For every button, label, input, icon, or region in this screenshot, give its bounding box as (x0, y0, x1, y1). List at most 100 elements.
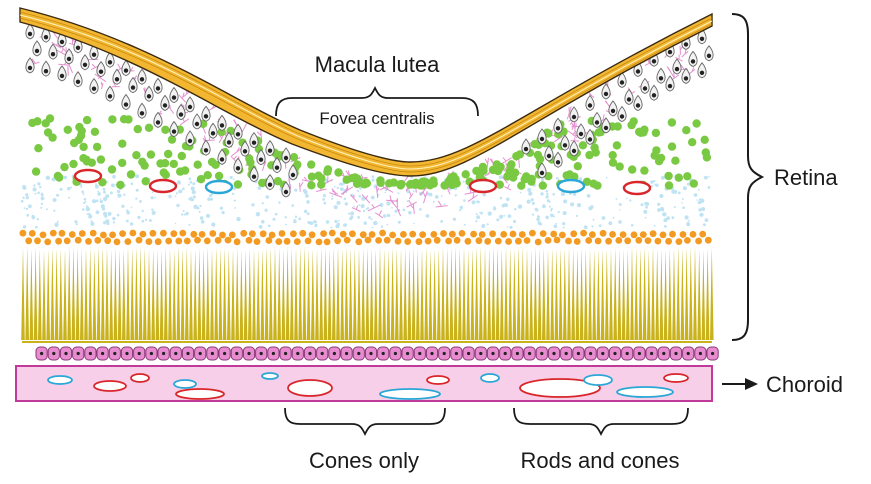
pigment-epithelium-nucleus (101, 352, 104, 355)
photoreceptor (660, 249, 664, 340)
plexiform-speck (381, 205, 383, 207)
inner-nuclear-cell (46, 114, 54, 122)
photoreceptor (114, 247, 118, 340)
plexiform-speck (26, 208, 28, 210)
plexiform-speck (698, 201, 702, 205)
plexiform-speck (619, 209, 621, 211)
plexiform-speck (135, 198, 137, 200)
photoreceptor (206, 247, 210, 340)
inner-nuclear-cell (60, 163, 68, 171)
photoreceptor (248, 248, 252, 340)
plexiform-speck (41, 193, 44, 196)
photoreceptor (42, 250, 46, 340)
outer-nuclear-cell (79, 230, 86, 237)
plexiform-speck (547, 199, 550, 202)
plexiform-speck (90, 222, 94, 226)
outer-nuclear-cell (545, 237, 552, 244)
plexiform-speck (103, 188, 106, 191)
plexiform-speck (337, 201, 341, 205)
outer-nuclear-cell (334, 237, 341, 244)
plexiform-speck (182, 188, 185, 191)
plexiform-speck (126, 210, 129, 213)
ganglion-nucleus (291, 173, 295, 177)
ganglion-nucleus (611, 109, 615, 113)
photoreceptor (609, 249, 613, 340)
outer-nuclear-cell (275, 238, 282, 245)
plexiform-speck (682, 206, 685, 209)
plexiform-speck (502, 204, 505, 207)
outer-nuclear-cell (190, 231, 197, 238)
ganglion-nucleus (684, 76, 688, 80)
plexiform-speck (175, 223, 177, 225)
ganglion-cell (186, 131, 194, 146)
plexiform-speck (645, 202, 649, 206)
plexiform-speck (53, 210, 55, 212)
dendrite (368, 204, 380, 211)
inner-nuclear-cell (140, 161, 148, 169)
photoreceptor (504, 247, 508, 340)
inner-nuclear-cell (156, 159, 164, 167)
photoreceptor (563, 248, 567, 340)
ganglion-nucleus (44, 69, 48, 73)
plexiform-speck (102, 207, 105, 210)
inner-nuclear-cell (215, 172, 223, 180)
ganglion-cell (122, 95, 130, 110)
photoreceptor (160, 250, 164, 340)
artery-cross-section (624, 182, 650, 194)
ganglion-nucleus (547, 154, 551, 158)
inner-nuclear-cell (274, 177, 282, 185)
photoreceptor (290, 247, 294, 340)
photoreceptor (555, 248, 559, 340)
choroid-layer (16, 366, 712, 401)
photoreceptor (601, 249, 605, 340)
pigment-epithelium-nucleus (138, 352, 141, 355)
photoreceptor (685, 247, 689, 340)
inner-nuclear-cell (79, 154, 87, 162)
plexiform-speck (84, 198, 87, 201)
plexiform-speck (444, 203, 446, 205)
outer-nuclear-cell (684, 237, 691, 244)
photoreceptor (634, 248, 638, 340)
inner-nuclear-cell (671, 157, 679, 165)
photoreceptor (655, 248, 659, 340)
photoreceptor (210, 249, 214, 340)
ganglion-nucleus (700, 71, 704, 75)
photoreceptor (639, 248, 643, 340)
inner-nuclear-cell (396, 180, 404, 188)
ganglion-nucleus (579, 132, 583, 136)
photoreceptor (118, 250, 122, 340)
photoreceptor (391, 247, 395, 340)
photoreceptor (567, 247, 571, 341)
plexiform-speck (645, 217, 647, 219)
ganglion-cell (170, 122, 178, 137)
plexiform-speck (588, 206, 592, 210)
inner-nuclear-cell (563, 171, 571, 179)
photoreceptor (618, 249, 622, 340)
photoreceptor (181, 249, 185, 341)
ganglion-nucleus (252, 141, 256, 145)
plexiform-speck (358, 195, 361, 198)
pigment-epithelium-nucleus (626, 352, 629, 355)
photoreceptor (681, 248, 685, 340)
plexiform-speck (323, 194, 326, 197)
plexiform-speck (304, 210, 307, 213)
plexiform-speck (131, 183, 134, 186)
photoreceptor (353, 249, 357, 341)
photoreceptor (399, 249, 403, 340)
outer-nuclear-cell (445, 238, 452, 245)
photoreceptor (101, 246, 105, 340)
outer-nuclear-layer (20, 230, 712, 246)
inner-nuclear-cell (637, 129, 645, 137)
plexiform-speck (475, 220, 477, 222)
photoreceptor (340, 248, 344, 340)
inner-nuclear-cell (539, 181, 547, 189)
plexiform-speck (340, 187, 344, 191)
photoreceptor (710, 247, 714, 340)
plexiform-speck (131, 207, 133, 209)
ganglion-nucleus (172, 129, 176, 133)
plexiform-speck (481, 224, 485, 228)
plexiform-speck (682, 198, 684, 200)
plexiform-speck (641, 203, 644, 206)
plexiform-speck (177, 180, 181, 184)
photoreceptor (244, 250, 248, 340)
